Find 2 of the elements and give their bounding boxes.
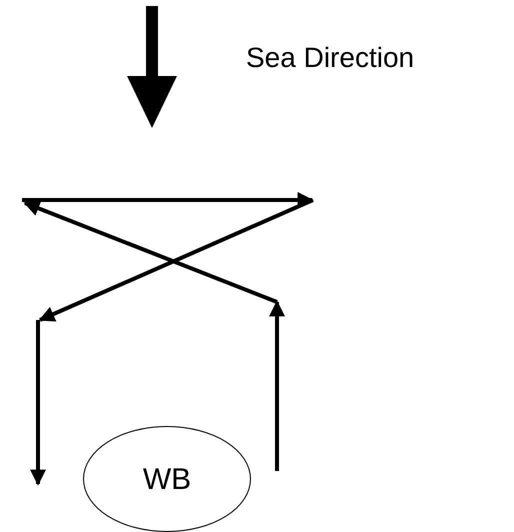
ellipse-node: WB: [83, 426, 251, 532]
direction-label: Sea Direction: [246, 44, 414, 72]
